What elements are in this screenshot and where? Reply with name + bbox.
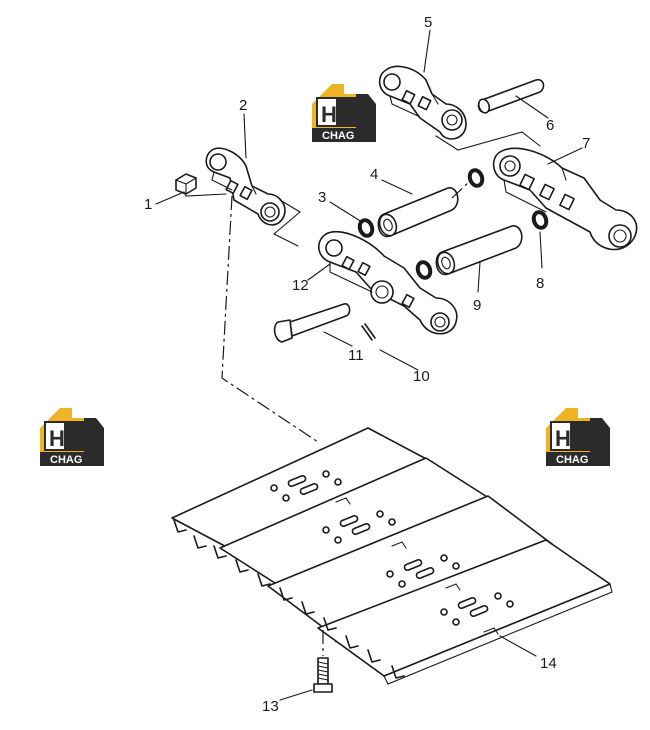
- logo-word-text: CHAG: [50, 454, 82, 466]
- logo-word-text: CHAG: [322, 130, 354, 142]
- track-link-part-2: [205, 147, 286, 226]
- pin-part-6: [477, 78, 545, 114]
- logo-word-text: CHAG: [556, 454, 588, 466]
- bushing-part-9: [435, 225, 523, 276]
- callout-labels: 1 2 3 4 5 6 7 8 9 10 11 12 13 14: [144, 14, 590, 715]
- callout-1: 1: [144, 196, 152, 213]
- callout-4: 4: [370, 166, 378, 183]
- bushing-axis-line: [451, 180, 471, 199]
- callout-8: 8: [536, 275, 544, 292]
- shoe-holes: [270, 470, 514, 626]
- seal-ring-upper: [467, 168, 485, 188]
- callout-3: 3: [318, 189, 326, 206]
- callout-14: 14: [540, 655, 557, 672]
- callout-5: 5: [424, 14, 432, 31]
- track-shoes-part-14: [171, 427, 613, 685]
- logo-mark-text: H3: [555, 426, 583, 451]
- logo-mark-text: H3: [49, 426, 77, 451]
- brand-logo-left: H3 CHAG: [39, 407, 105, 467]
- alignment-line: [221, 195, 319, 443]
- callout-10: 10: [413, 368, 430, 385]
- callout-2: 2: [239, 97, 247, 114]
- nut-part-1: [175, 173, 197, 195]
- seal-ring-part-8: [531, 210, 549, 230]
- callout-7: 7: [582, 135, 590, 152]
- track-pin-part-11: [273, 303, 351, 343]
- callout-6: 6: [546, 117, 554, 134]
- track-link-part-5: [378, 65, 467, 140]
- callout-11: 11: [348, 347, 364, 364]
- seal-ring-part-3: [357, 218, 375, 238]
- brand-logo-top: H3 CHAG: [311, 83, 377, 143]
- link-bracket-right: [435, 131, 541, 151]
- seal-ring-lower: [415, 260, 433, 280]
- callout-13: 13: [262, 698, 279, 715]
- track-link-part-7: [492, 147, 638, 251]
- logo-mark-text: H3: [321, 102, 349, 127]
- leader-lines: [155, 29, 583, 701]
- cotter-pin-part-10: [361, 323, 376, 341]
- callout-9: 9: [473, 297, 481, 314]
- bushing-part-4: [377, 187, 459, 238]
- link-bracket-left: [273, 199, 301, 247]
- brand-logo-right: H3 CHAG: [545, 407, 611, 467]
- bolt-part-13: [313, 630, 333, 693]
- callout-12: 12: [292, 277, 309, 294]
- track-link-part-12: [318, 230, 458, 335]
